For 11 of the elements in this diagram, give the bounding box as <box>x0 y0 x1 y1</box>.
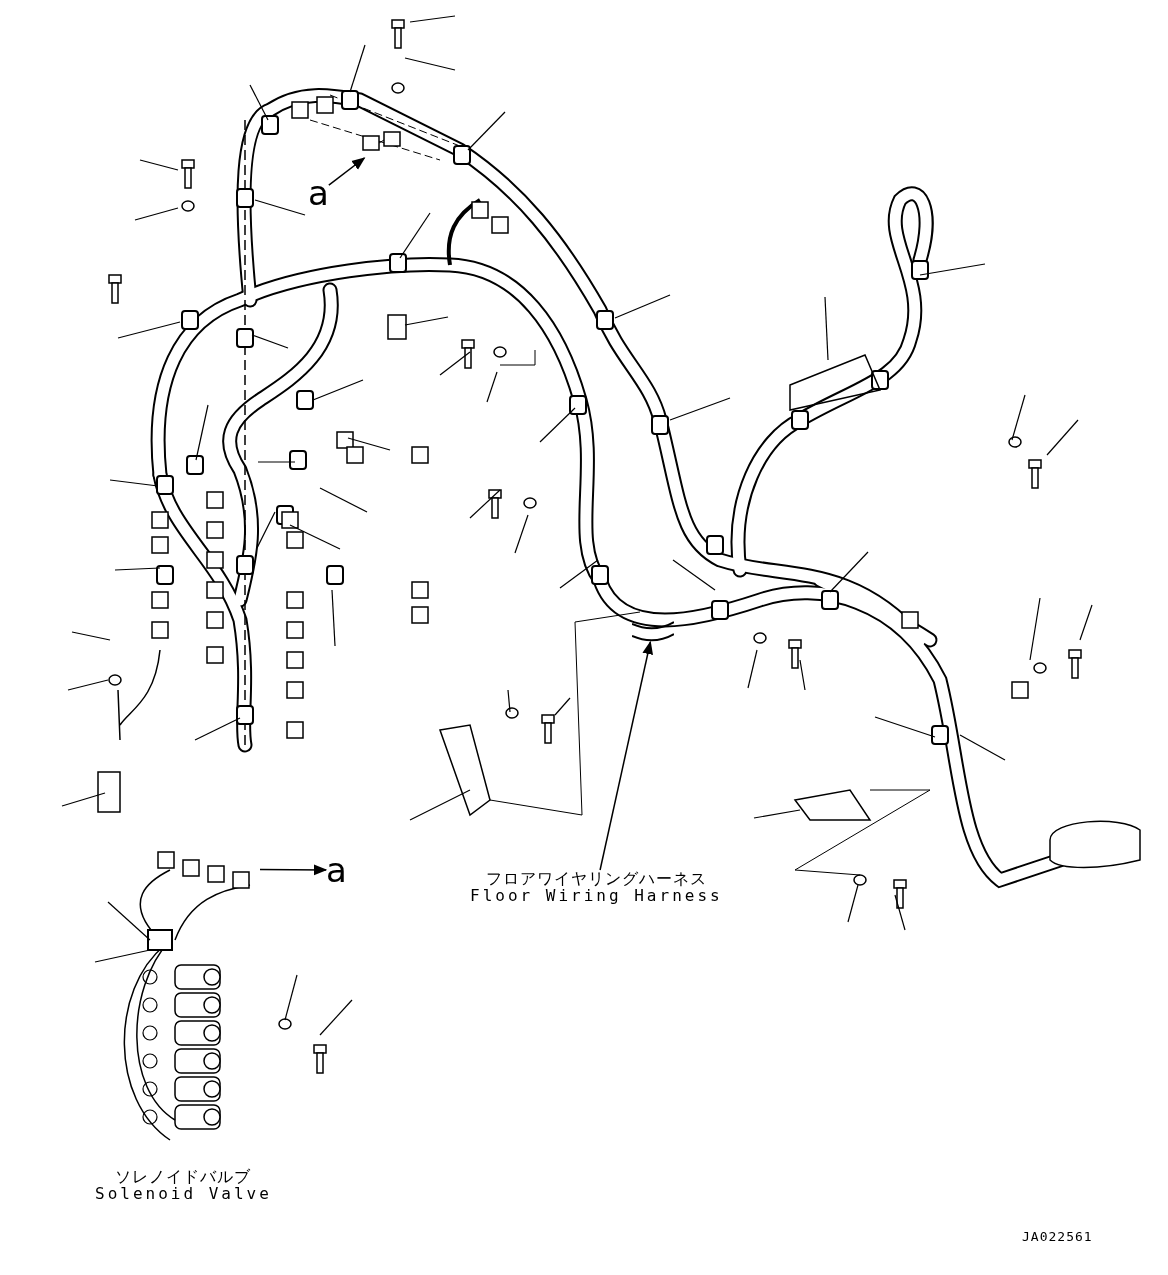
part-name: フロアワイヤリングハーネス <box>485 870 707 887</box>
part-name: Floor Wiring Harness <box>470 887 723 904</box>
harness-tube-segment <box>632 618 674 642</box>
part-name: Solenoid Valve <box>95 1185 272 1202</box>
arrow <box>599 640 653 871</box>
view-letter: a <box>308 176 329 210</box>
drawing-number: JA022561 <box>1022 1229 1093 1244</box>
part-name: ソレノイドバルブ <box>115 1168 252 1185</box>
arrow <box>259 864 328 876</box>
view-letter: a <box>326 853 347 887</box>
arrow <box>328 157 366 186</box>
